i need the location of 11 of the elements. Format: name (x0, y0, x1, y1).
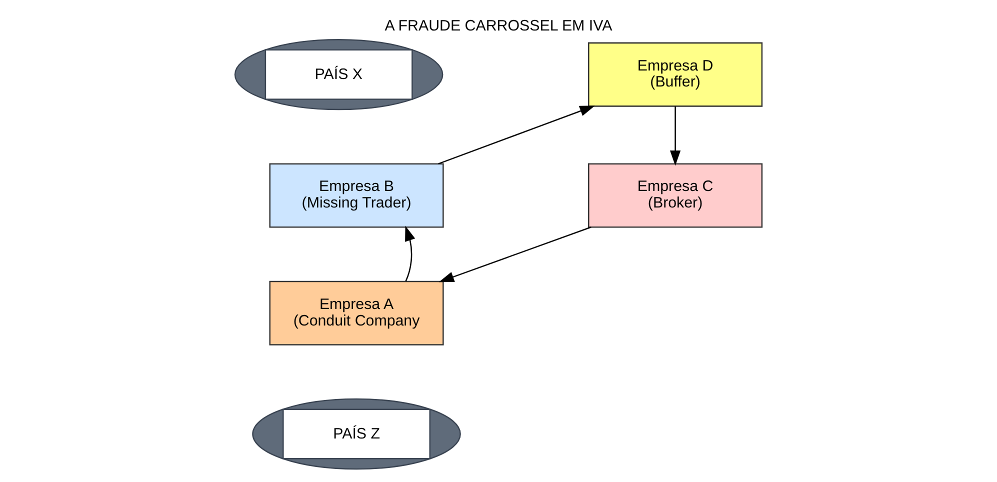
node-box: Empresa B (Missing Trader) (269, 163, 444, 228)
diagram-title: A FRAUDE CARROSSEL EM IVA (384, 17, 612, 34)
node-box: Empresa A (Conduit Company (269, 280, 444, 346)
arrow (670, 106, 681, 166)
node-ellipse: PAÍS Z (252, 398, 461, 470)
node-box: Empresa D (Buffer) (588, 42, 763, 107)
node-box: Empresa C (Broker) (588, 163, 763, 228)
node-ellipse: PAÍS X (234, 38, 444, 110)
arrow (438, 106, 595, 164)
arrow (405, 226, 416, 282)
arrow (438, 226, 592, 282)
